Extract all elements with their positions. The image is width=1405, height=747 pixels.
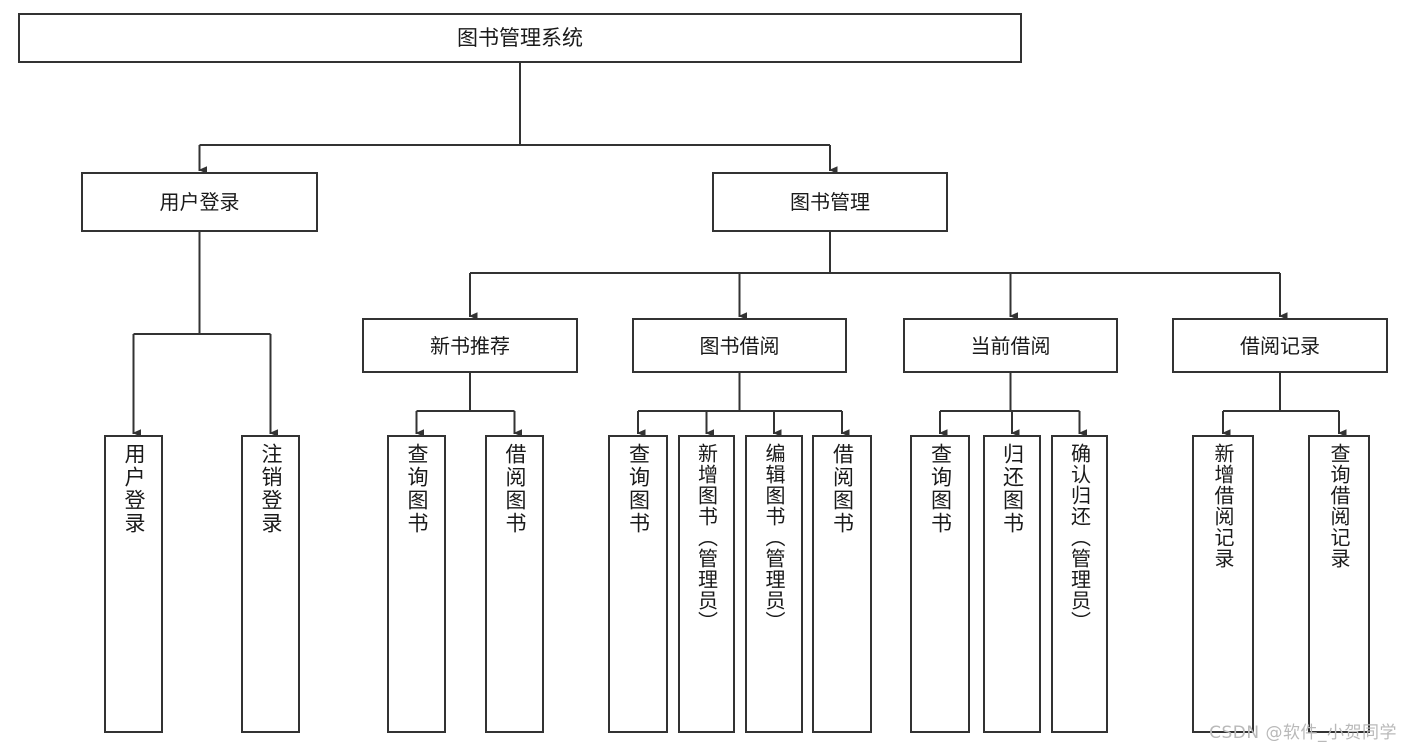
node-login[interactable]: 用户登录	[81, 172, 318, 232]
node-leaf-new-1[interactable]: 查询图书	[387, 435, 446, 733]
node-newbook[interactable]: 新书推荐	[362, 318, 578, 373]
node-label: 借阅图书	[503, 443, 527, 535]
node-label: 图书管理系统	[457, 25, 583, 50]
connector-lines	[132, 63, 1347, 437]
node-root[interactable]: 图书管理系统	[18, 13, 1022, 63]
watermark-label: CSDN @软件_小贺同学	[1209, 723, 1397, 743]
node-leaf-cur-1[interactable]: 查询图书	[910, 435, 970, 733]
node-leaf-bor-2[interactable]: 新增图书（管理员）	[678, 435, 735, 733]
node-label: 图书借阅	[699, 333, 780, 358]
node-leaf-login-1[interactable]: 用户登录	[104, 435, 163, 733]
node-label: 新增图书（管理员）	[694, 443, 719, 632]
node-label: 借阅记录	[1240, 333, 1320, 358]
node-label: 编辑图书（管理员）	[762, 443, 786, 632]
node-leaf-bor-3[interactable]: 编辑图书（管理员）	[745, 435, 803, 733]
node-label: 归还图书	[1000, 443, 1025, 535]
node-bookmgmt[interactable]: 图书管理	[712, 172, 948, 232]
node-label: 用户登录	[122, 443, 146, 535]
node-leaf-rec-2[interactable]: 查询借阅记录	[1308, 435, 1370, 733]
node-label: 注销登录	[259, 443, 283, 535]
node-label: 确认归还（管理员）	[1067, 443, 1092, 632]
node-leaf-bor-4[interactable]: 借阅图书	[812, 435, 872, 733]
node-label: 查询图书	[626, 443, 651, 535]
node-current[interactable]: 当前借阅	[903, 318, 1118, 373]
node-label: 用户登录	[159, 190, 240, 214]
node-label: 查询图书	[405, 443, 429, 535]
node-label: 图书管理	[790, 190, 870, 214]
node-label: 当前借阅	[970, 333, 1051, 358]
node-label: 借阅图书	[830, 443, 855, 535]
node-leaf-cur-3[interactable]: 确认归还（管理员）	[1051, 435, 1108, 733]
node-leaf-login-2[interactable]: 注销登录	[241, 435, 300, 733]
node-leaf-new-2[interactable]: 借阅图书	[485, 435, 544, 733]
node-label: 查询图书	[928, 443, 953, 535]
node-borrow[interactable]: 图书借阅	[632, 318, 847, 373]
node-leaf-rec-1[interactable]: 新增借阅记录	[1192, 435, 1254, 733]
node-leaf-bor-1[interactable]: 查询图书	[608, 435, 668, 733]
node-leaf-cur-2[interactable]: 归还图书	[983, 435, 1041, 733]
node-label: 新增借阅记录	[1211, 443, 1235, 569]
node-records[interactable]: 借阅记录	[1172, 318, 1388, 373]
node-label: 新书推荐	[430, 333, 510, 358]
node-label: 查询借阅记录	[1327, 443, 1351, 569]
